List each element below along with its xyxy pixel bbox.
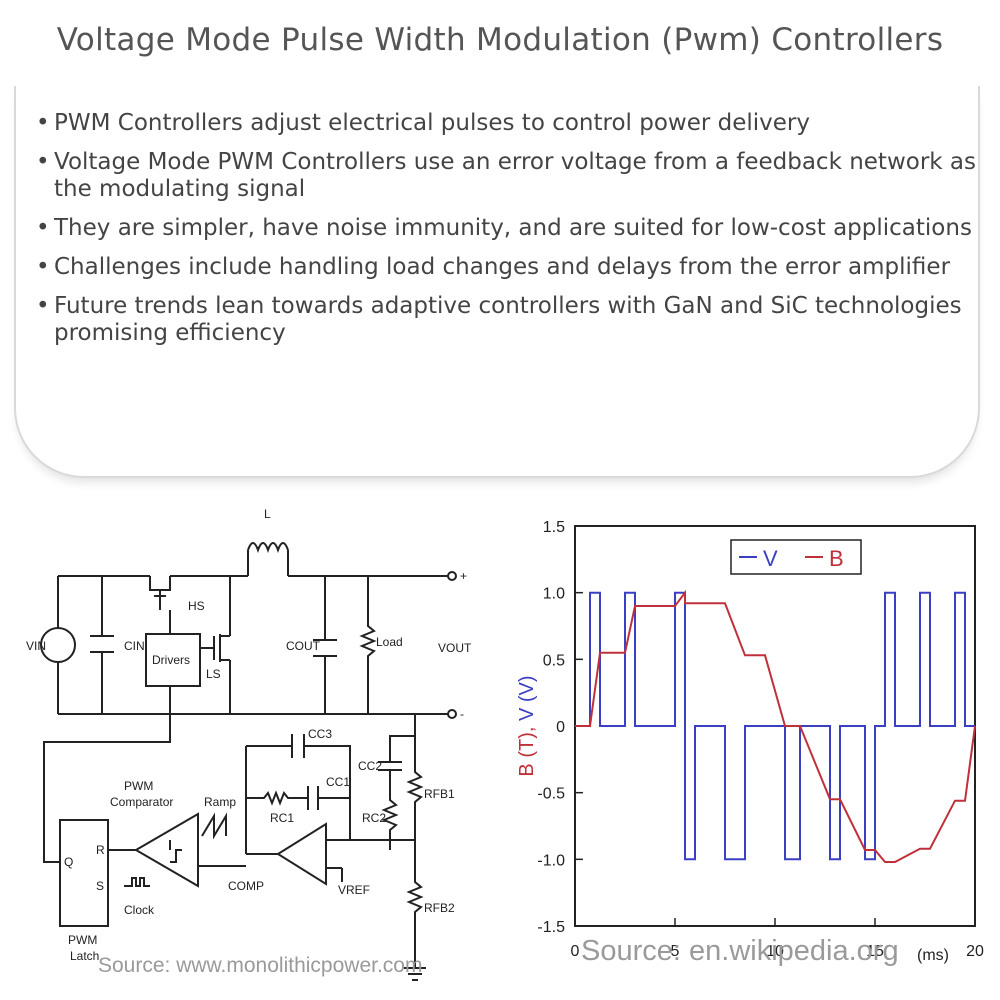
label-cout: COUT bbox=[286, 639, 321, 653]
legend-label-v: V bbox=[763, 546, 778, 571]
label-clock: Clock bbox=[124, 903, 155, 917]
page-title: Voltage Mode Pulse Width Modulation (Pwm… bbox=[56, 22, 944, 58]
circuit-diagram: L HS LS Drivers VIN CIN COUT Load VOUT +… bbox=[26, 507, 472, 981]
label-ramp: Ramp bbox=[204, 795, 236, 809]
label-load: Load bbox=[376, 635, 403, 649]
x-tick-label: 0 bbox=[571, 943, 580, 960]
waveform-chart: 1.5 1.0 0.5 0 -0.5 -1.0 -1.5 0 5 10 15 20 V B B (T… bbox=[516, 519, 984, 967]
label-cc3: CC3 bbox=[308, 727, 332, 741]
y-tick-label: -1.0 bbox=[537, 852, 565, 869]
label-cin: CIN bbox=[124, 639, 145, 653]
label-rc1: RC1 bbox=[270, 811, 294, 825]
label-plus: + bbox=[460, 569, 467, 583]
label-s: S bbox=[96, 879, 104, 893]
legend: V B bbox=[730, 539, 862, 575]
chart-source: Source: en.wikipedia.org bbox=[581, 935, 899, 967]
label-hs: HS bbox=[188, 599, 205, 613]
series-line-b bbox=[575, 589, 976, 863]
label-rfb1: RFB1 bbox=[424, 787, 455, 801]
x-tick-label: 15 bbox=[866, 943, 884, 960]
label-rc2: RC2 bbox=[362, 811, 386, 825]
label-q: Q bbox=[64, 855, 73, 869]
legend-label-b: B bbox=[829, 546, 844, 571]
label-cc1: CC1 bbox=[326, 775, 350, 789]
circuit-source: Source: www.monolithicpower.com bbox=[98, 954, 422, 977]
label-vin: VIN bbox=[26, 639, 46, 653]
x-tick-label: 5 bbox=[671, 943, 680, 960]
bullet-list: PWM Controllers adjust electrical pulses… bbox=[36, 110, 976, 359]
y-tick-label: 0.5 bbox=[543, 652, 565, 669]
y-tick-label: -0.5 bbox=[537, 786, 565, 803]
label-rfb2: RFB2 bbox=[424, 901, 455, 915]
y-axis-label-v: V (V) bbox=[516, 675, 538, 726]
label-r: R bbox=[96, 843, 105, 857]
bullet-item: They are simpler, have noise immunity, a… bbox=[36, 215, 976, 242]
y-axis-label: B (T), V (V) bbox=[516, 675, 538, 776]
x-ticks: 0 5 10 15 20 bbox=[571, 918, 984, 960]
label-vref: VREF bbox=[338, 883, 370, 897]
y-ticks: 1.5 1.0 0.5 0 -0.5 -1.0 -1.5 bbox=[537, 519, 583, 936]
x-tick-label: 20 bbox=[966, 943, 984, 960]
label-cc2: CC2 bbox=[358, 759, 382, 773]
label-comparator: Comparator bbox=[110, 795, 173, 809]
y-tick-label: 1.5 bbox=[543, 519, 565, 536]
label-l: L bbox=[264, 507, 271, 521]
y-axis-label-b: B (T), bbox=[516, 727, 538, 777]
bullet-item: Future trends lean towards adaptive cont… bbox=[36, 293, 976, 347]
bullet-item: Challenges include handling load changes… bbox=[36, 254, 976, 281]
label-comp: COMP bbox=[228, 879, 264, 893]
label-drivers: Drivers bbox=[152, 653, 190, 667]
label-minus: - bbox=[460, 707, 464, 721]
series-line-v bbox=[575, 591, 975, 861]
label-vout: VOUT bbox=[438, 641, 472, 655]
label-latch-pwm: PWM bbox=[68, 933, 97, 947]
x-axis-label: (ms) bbox=[917, 947, 949, 964]
bullet-item: PWM Controllers adjust electrical pulses… bbox=[36, 110, 976, 137]
y-tick-label: 0 bbox=[556, 719, 565, 736]
bullet-item: Voltage Mode PWM Controllers use an erro… bbox=[36, 149, 976, 203]
label-pwm-comparator: PWM bbox=[124, 779, 153, 793]
x-tick-label: 10 bbox=[766, 943, 784, 960]
label-ls: LS bbox=[206, 667, 221, 681]
y-tick-label: 1.0 bbox=[543, 586, 565, 603]
y-tick-label: -1.5 bbox=[537, 919, 565, 936]
label-latch: Latch bbox=[70, 949, 99, 963]
series-lines bbox=[575, 589, 976, 863]
